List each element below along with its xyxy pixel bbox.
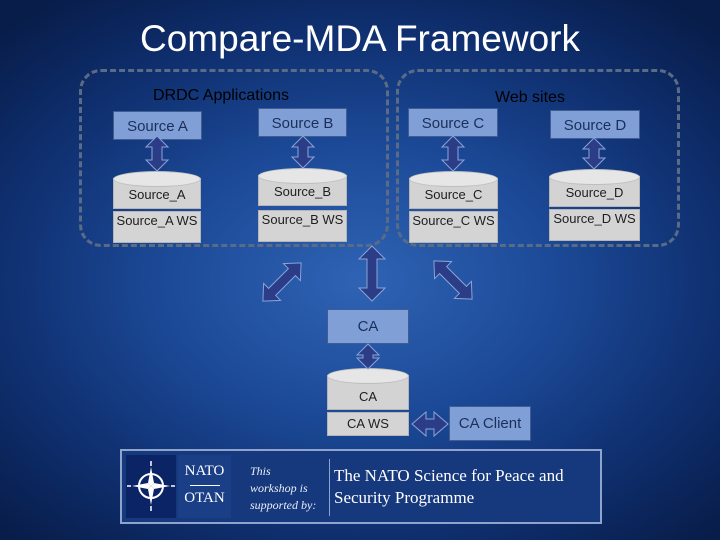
ca-client-label: CA Client (458, 415, 522, 432)
source-a-ws-box: Source_A WS (113, 211, 201, 243)
footer-tagline: This workshop is supported by: (250, 464, 317, 512)
web-sites-label: Web sites (495, 89, 565, 106)
source-c-database-label: Source_C (424, 187, 483, 202)
source-d-box: Source D (550, 110, 640, 139)
source-d-database-label: Source_D (565, 185, 624, 200)
source-b-box: Source B (258, 108, 347, 137)
source-b-ws-box: Source_B WS (258, 210, 347, 242)
source-d-database: Source_D (549, 169, 640, 207)
source-c-database: Source_C (409, 171, 498, 209)
source-b-database: Source_B (258, 168, 347, 206)
nato-text: NATO (184, 463, 225, 479)
footer-programme: The NATO Science for Peace and Security … (334, 466, 564, 507)
page-title: Compare-MDA Framework (140, 18, 580, 59)
footer-divider (329, 459, 330, 516)
web-sites-group (396, 69, 680, 247)
ws-a-to-ca-arrow (262, 262, 302, 302)
ca-to-client-arrow (411, 410, 449, 438)
otan-text: OTAN (184, 490, 225, 506)
ws-c-to-ca-arrow (433, 260, 473, 300)
source-c-ws-box: Source_C WS (409, 211, 498, 243)
source-a-box: Source A (113, 111, 202, 140)
ca-client-box: CA Client (449, 406, 531, 441)
drdc-applications-label: DRDC Applications (153, 87, 290, 104)
source-c-box: Source C (408, 108, 498, 137)
nato-sponsor-banner: NATO OTAN This workshop is supported by:… (120, 449, 602, 524)
source-d-ws-box: Source_D WS (549, 209, 640, 241)
ca-ws-box: CA WS (327, 412, 409, 436)
nato-compass-star-icon (126, 455, 176, 518)
source-a-database-label: Source_A (128, 187, 186, 202)
ca-box-label: CA (357, 318, 379, 335)
ca-database: CA (327, 368, 409, 410)
ws-b-to-ca-arrow (357, 245, 387, 302)
ca-to-database-arrow (355, 343, 381, 370)
nato-otan-wordmark: NATO OTAN (178, 455, 231, 518)
source-a-database: Source_A (113, 171, 201, 209)
ca-box: CA (327, 309, 409, 344)
drdc-applications-group (79, 69, 389, 247)
ca-database-label: CA (358, 389, 378, 404)
source-b-database-label: Source_B (273, 184, 332, 199)
